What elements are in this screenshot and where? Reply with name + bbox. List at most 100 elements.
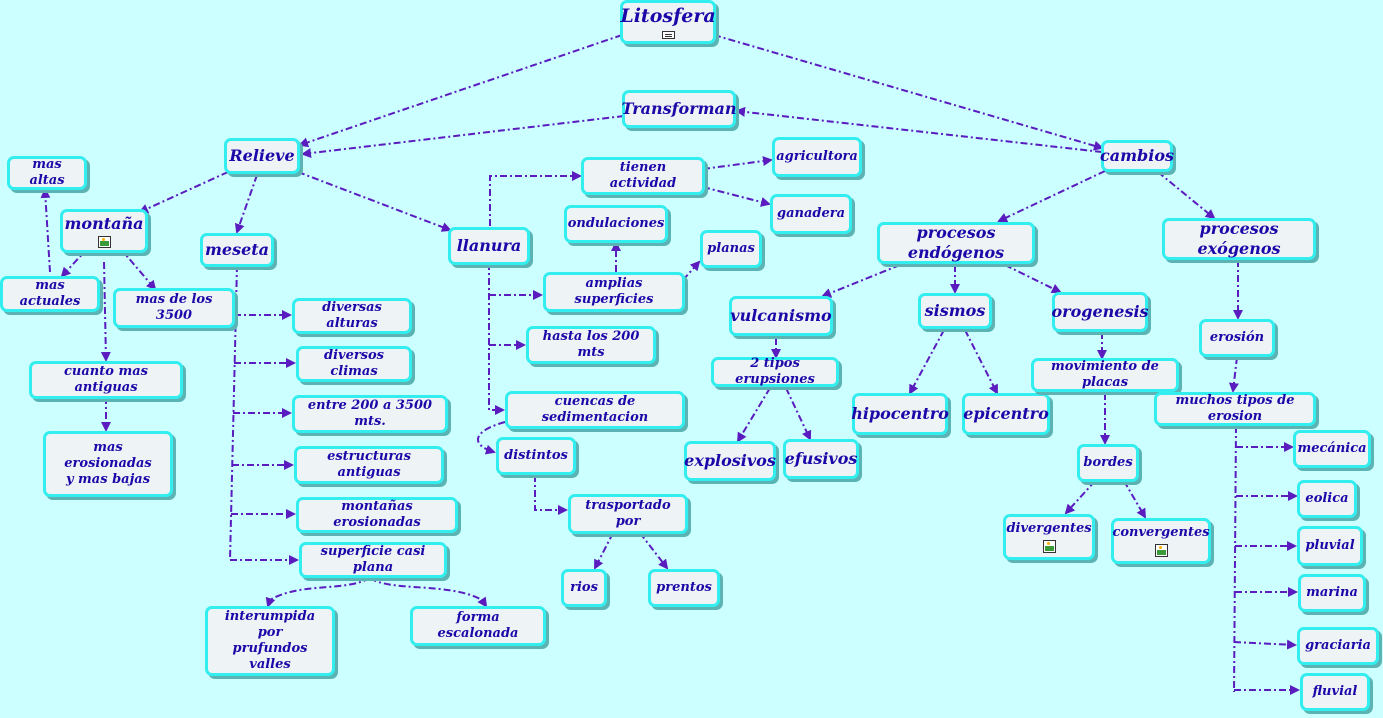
node-ondulaciones[interactable]: ondulaciones <box>564 205 668 243</box>
node-label: efusivos <box>784 449 858 468</box>
node-eolica[interactable]: eolica <box>1297 480 1357 518</box>
node-label: muchos tipos de erosion <box>1175 392 1295 424</box>
node-meseta[interactable]: meseta <box>200 233 274 267</box>
edge <box>964 329 998 395</box>
node-label: prentos <box>656 579 712 595</box>
edge <box>488 263 505 415</box>
node-label: Transforman <box>621 99 737 118</box>
node-label: mecánica <box>1297 440 1367 456</box>
node-interrumpida[interactable]: interumpida por prufundos valles <box>205 606 335 676</box>
edge <box>534 475 568 515</box>
node-label: eolica <box>1305 490 1349 506</box>
node-label: pluvial <box>1305 537 1355 553</box>
node-trasportado-por[interactable]: trasportado por <box>568 494 688 534</box>
node-label: forma escalonada <box>437 609 519 641</box>
node-transforman[interactable]: Transforman <box>621 90 737 128</box>
edge <box>639 532 669 570</box>
node-estructuras-antiguas[interactable]: estructuras antiguas <box>294 446 444 484</box>
node-label: amplias superficies <box>574 275 654 307</box>
node-efusivos[interactable]: efusivos <box>783 439 859 479</box>
node-label: procesos endógenos <box>907 223 1005 262</box>
node-relieve[interactable]: Relieve <box>224 138 300 174</box>
edge <box>1157 171 1216 220</box>
node-entre-200[interactable]: entre 200 a 3500 mts. <box>292 395 448 433</box>
edge <box>682 260 701 281</box>
node-muchos-tipos[interactable]: muchos tipos de erosion <box>1154 392 1316 426</box>
node-tipos-erupciones[interactable]: 2 tipos erupsiones <box>711 355 839 387</box>
node-label: planas <box>707 240 755 256</box>
node-vulcanismo[interactable]: vulcanismo <box>729 296 833 336</box>
node-label: vulcanismo <box>730 306 832 325</box>
node-procesos-endogenos[interactable]: procesos endógenos <box>877 222 1035 264</box>
node-cuencas[interactable]: cuencas de sedimentacion <box>505 391 685 429</box>
node-label: distintos <box>504 447 568 463</box>
image-icon[interactable] <box>97 236 111 248</box>
node-label: cambios <box>1100 146 1174 165</box>
node-procesos-exogenos[interactable]: procesos exógenos <box>1162 218 1316 260</box>
node-label: trasportado por <box>585 497 671 529</box>
node-label: estructuras antiguas <box>327 448 411 480</box>
node-mas-de-3500[interactable]: mas de los 3500 <box>113 288 235 328</box>
node-distintos[interactable]: distintos <box>496 437 576 475</box>
node-label: mas actuales <box>19 277 81 309</box>
image-icon[interactable] <box>1042 539 1056 553</box>
image-icon[interactable] <box>1154 543 1168 557</box>
node-erosion[interactable]: erosión <box>1199 319 1275 357</box>
node-movimiento-placas[interactable]: movimiento de placas <box>1031 358 1179 392</box>
node-bordes[interactable]: bordes <box>1077 444 1139 482</box>
node-prentos[interactable]: prentos <box>648 569 720 607</box>
node-litosfera[interactable]: Litosfera <box>620 0 716 44</box>
node-agricultora[interactable]: agricultora <box>772 137 862 177</box>
node-label: bordes <box>1083 454 1133 470</box>
node-label: mas altas <box>29 156 65 188</box>
node-epicentro[interactable]: epicentro <box>962 393 1050 435</box>
node-label: 2 tipos erupsiones <box>735 355 815 387</box>
node-mas-altas[interactable]: mas altas <box>7 156 87 190</box>
node-sismos[interactable]: sismos <box>918 293 992 329</box>
node-graciaria[interactable]: graciaria <box>1297 627 1379 665</box>
node-diversos-climas[interactable]: diversos climas <box>296 346 412 382</box>
node-divergentes[interactable]: divergentes <box>1003 514 1095 560</box>
node-mas-erosionadas[interactable]: mas erosionadas y mas bajas <box>43 431 173 497</box>
node-explosivos[interactable]: explosivos <box>684 441 776 481</box>
edge <box>713 34 1104 151</box>
edge <box>821 264 901 298</box>
edge <box>298 34 623 148</box>
node-montanas-erosionadas[interactable]: montañas erosionadas <box>296 497 458 533</box>
node-mas-actuales[interactable]: mas actuales <box>0 276 100 312</box>
node-superficie-casi-plana[interactable]: superficie casi plana <box>299 542 447 578</box>
node-amplias-superficies[interactable]: amplias superficies <box>543 272 685 312</box>
node-diversas-alturas[interactable]: diversas alturas <box>292 298 412 334</box>
node-label: divergentes <box>1006 521 1092 537</box>
node-convergentes[interactable]: convergentes <box>1111 518 1211 564</box>
node-label: explosivos <box>684 451 776 470</box>
node-pluvial[interactable]: pluvial <box>1297 526 1363 566</box>
edge <box>1233 639 1297 650</box>
node-label: movimiento de placas <box>1051 358 1159 390</box>
node-montana[interactable]: montaña <box>60 209 148 253</box>
node-fluvial[interactable]: fluvial <box>1300 673 1370 711</box>
edge <box>594 532 614 570</box>
node-orogenesis[interactable]: orogenesis <box>1051 292 1149 332</box>
node-mecanica[interactable]: mecánica <box>1293 430 1371 468</box>
edge <box>265 577 371 608</box>
document-icon[interactable] <box>661 30 675 39</box>
node-hasta-200[interactable]: hasta los 200 mts <box>526 326 656 364</box>
node-cuanto-mas-antiguas[interactable]: cuanto mas antiguas <box>29 361 183 399</box>
node-hipocentro[interactable]: hipocentro <box>851 393 949 435</box>
node-planas[interactable]: planas <box>700 230 762 268</box>
node-label: hasta los 200 mts <box>542 328 640 360</box>
node-forma-escalonada[interactable]: forma escalonada <box>410 606 546 646</box>
edge <box>100 261 111 362</box>
node-label: interumpida por prufundos valles <box>224 608 316 673</box>
node-tienen-actividad[interactable]: tienen actividad <box>581 157 705 195</box>
edge <box>489 171 582 226</box>
node-ganadera[interactable]: ganadera <box>770 194 852 234</box>
node-label: agricultora <box>776 148 858 164</box>
node-rios[interactable]: rios <box>561 569 607 607</box>
node-cambios[interactable]: cambios <box>1100 140 1174 172</box>
node-label: hipocentro <box>851 404 949 423</box>
node-marina[interactable]: marina <box>1298 574 1366 612</box>
node-label: mas de los 3500 <box>135 291 213 323</box>
node-llanura[interactable]: llanura <box>448 227 530 265</box>
